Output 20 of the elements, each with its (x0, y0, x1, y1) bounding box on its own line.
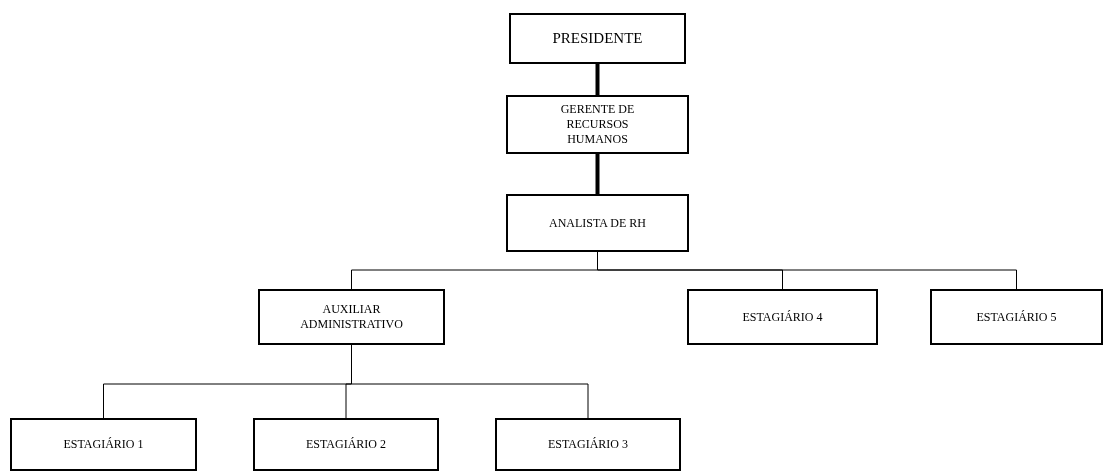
position-box (258, 289, 445, 345)
position-box (509, 13, 686, 64)
position-box (506, 194, 689, 252)
position-box (495, 418, 681, 471)
position-box (687, 289, 878, 345)
position-title: PRESIDENTE (552, 29, 643, 48)
connector-line (595, 154, 600, 194)
position-box (930, 289, 1103, 345)
connector-line (595, 64, 600, 95)
position-box (253, 418, 439, 471)
position-title: ESTAGIÁRIO 2 (305, 437, 386, 452)
position-title: ANALISTA DE RH (548, 215, 646, 231)
position-title: ESTAGIÁRIO 4 (742, 309, 823, 325)
position-box (10, 418, 197, 471)
position-title: AUXILIAR ADMINISTRATIVO (300, 302, 403, 332)
position-title: GERENTE DE RECURSOS HUMANOS (559, 102, 636, 147)
position-box (506, 95, 689, 154)
position-title: ESTAGIÁRIO 1 (63, 437, 144, 452)
position-title: ESTAGIÁRIO 3 (547, 437, 628, 452)
position-title: ESTAGIÁRIO 5 (976, 309, 1057, 325)
